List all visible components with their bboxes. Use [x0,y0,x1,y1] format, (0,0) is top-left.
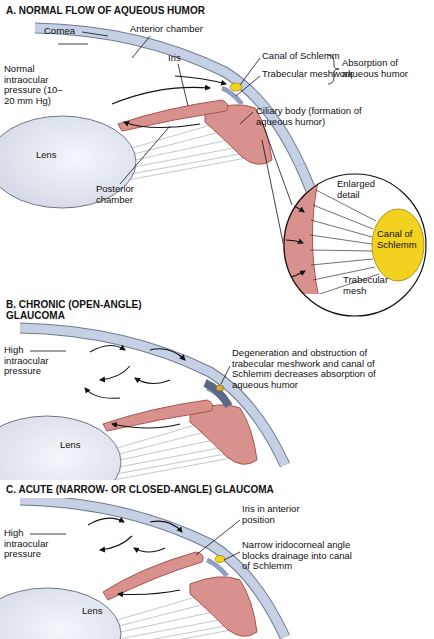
outline-shape [284,174,426,316]
flow-arrow [124,122,200,128]
pressure-arrow [88,518,124,525]
enlarged-detail-circle: Enlarged detailCanal of SchlemmTrabecula… [283,173,427,317]
pressure-arrow [100,536,132,550]
pressure-arrow [135,378,170,384]
leader-line [224,552,240,560]
mesh-line [313,205,373,229]
detail-arrows [286,204,305,278]
leader-line [58,44,88,45]
iris-shape [103,400,213,431]
note-label: Narrow iridocorneal angle blocks drainag… [242,540,352,572]
note-label: Degeneration and obstruction of trabecul… [232,348,377,391]
pressure-arrow [150,521,182,532]
mesh-line [310,235,372,244]
mesh-line [311,259,373,265]
pressure-arrow [150,349,185,360]
pressure-label: High intraocular pressure [4,528,60,560]
leader-line [221,366,230,384]
detail-tissue [270,165,324,294]
pressure-arrow [90,345,125,352]
obstructed-meshwork [205,383,229,406]
leader-line [240,112,253,124]
pressure-label: High intraocular pressure [4,345,60,377]
mesh-line [310,250,372,251]
pressure-arrow [100,366,130,380]
part-label: Lens [36,150,76,161]
part-label: Ciliary body (formation of aqueous humor… [256,106,391,127]
flow-arrow [286,240,303,243]
pressure-arrows [88,518,182,594]
panel-heading: B. CHRONIC (OPEN-ANGLE) GLAUCOMA [6,299,156,321]
leader-line [30,351,66,352]
flow-arrows [112,76,226,128]
leader-line [82,32,108,36]
leader-line [30,534,66,535]
part-label: Lens [60,440,100,451]
leader-line [120,126,170,184]
leader-line [240,58,260,85]
part-label: Lens [82,606,122,617]
part-label: Posterior chamber [96,184,156,205]
canal-of-schlemm [216,385,224,391]
panel-a [0,28,427,294]
leader-lines [30,520,240,560]
iris-shape [118,100,228,131]
canal-of-schlemm [215,556,225,563]
pressure-arrow [134,548,165,552]
pressure-arrows [85,345,185,428]
leader-line [132,36,150,58]
part-label: Iris [168,53,208,64]
pressure-arrow [85,388,120,398]
part-label: Canal of Schlemm [377,229,423,250]
detail-contents [270,165,424,294]
detail-canal [372,209,424,281]
eye-section [0,28,300,208]
part-label: Cornea [44,26,104,37]
leader-line [236,76,260,96]
leader-lines [30,351,230,384]
flow-arrow [112,87,210,104]
panel-heading: C. ACUTE (NARROW- OR CLOSED-ANGLE) GLAUC… [6,484,336,495]
iris-shape [103,552,203,600]
mesh-line [311,220,372,237]
pressure-label: Normal intraocular pressure (10–20 mm Hg… [4,64,72,107]
pressure-arrow [118,590,180,595]
leader-line [178,64,188,106]
panel-heading: A. NORMAL FLOW OF AQUEOUS HUMOR [6,5,306,16]
part-label: Trabecular mesh [343,275,401,296]
leader-line [196,520,240,555]
pressure-arrow [112,424,180,428]
function-label: Absorption of aqueous humor [342,58,422,79]
part-label: Anterior chamber [130,24,230,35]
detail-heading: Enlarged detail [337,179,397,200]
note-label: Iris in anterior position [242,504,332,525]
